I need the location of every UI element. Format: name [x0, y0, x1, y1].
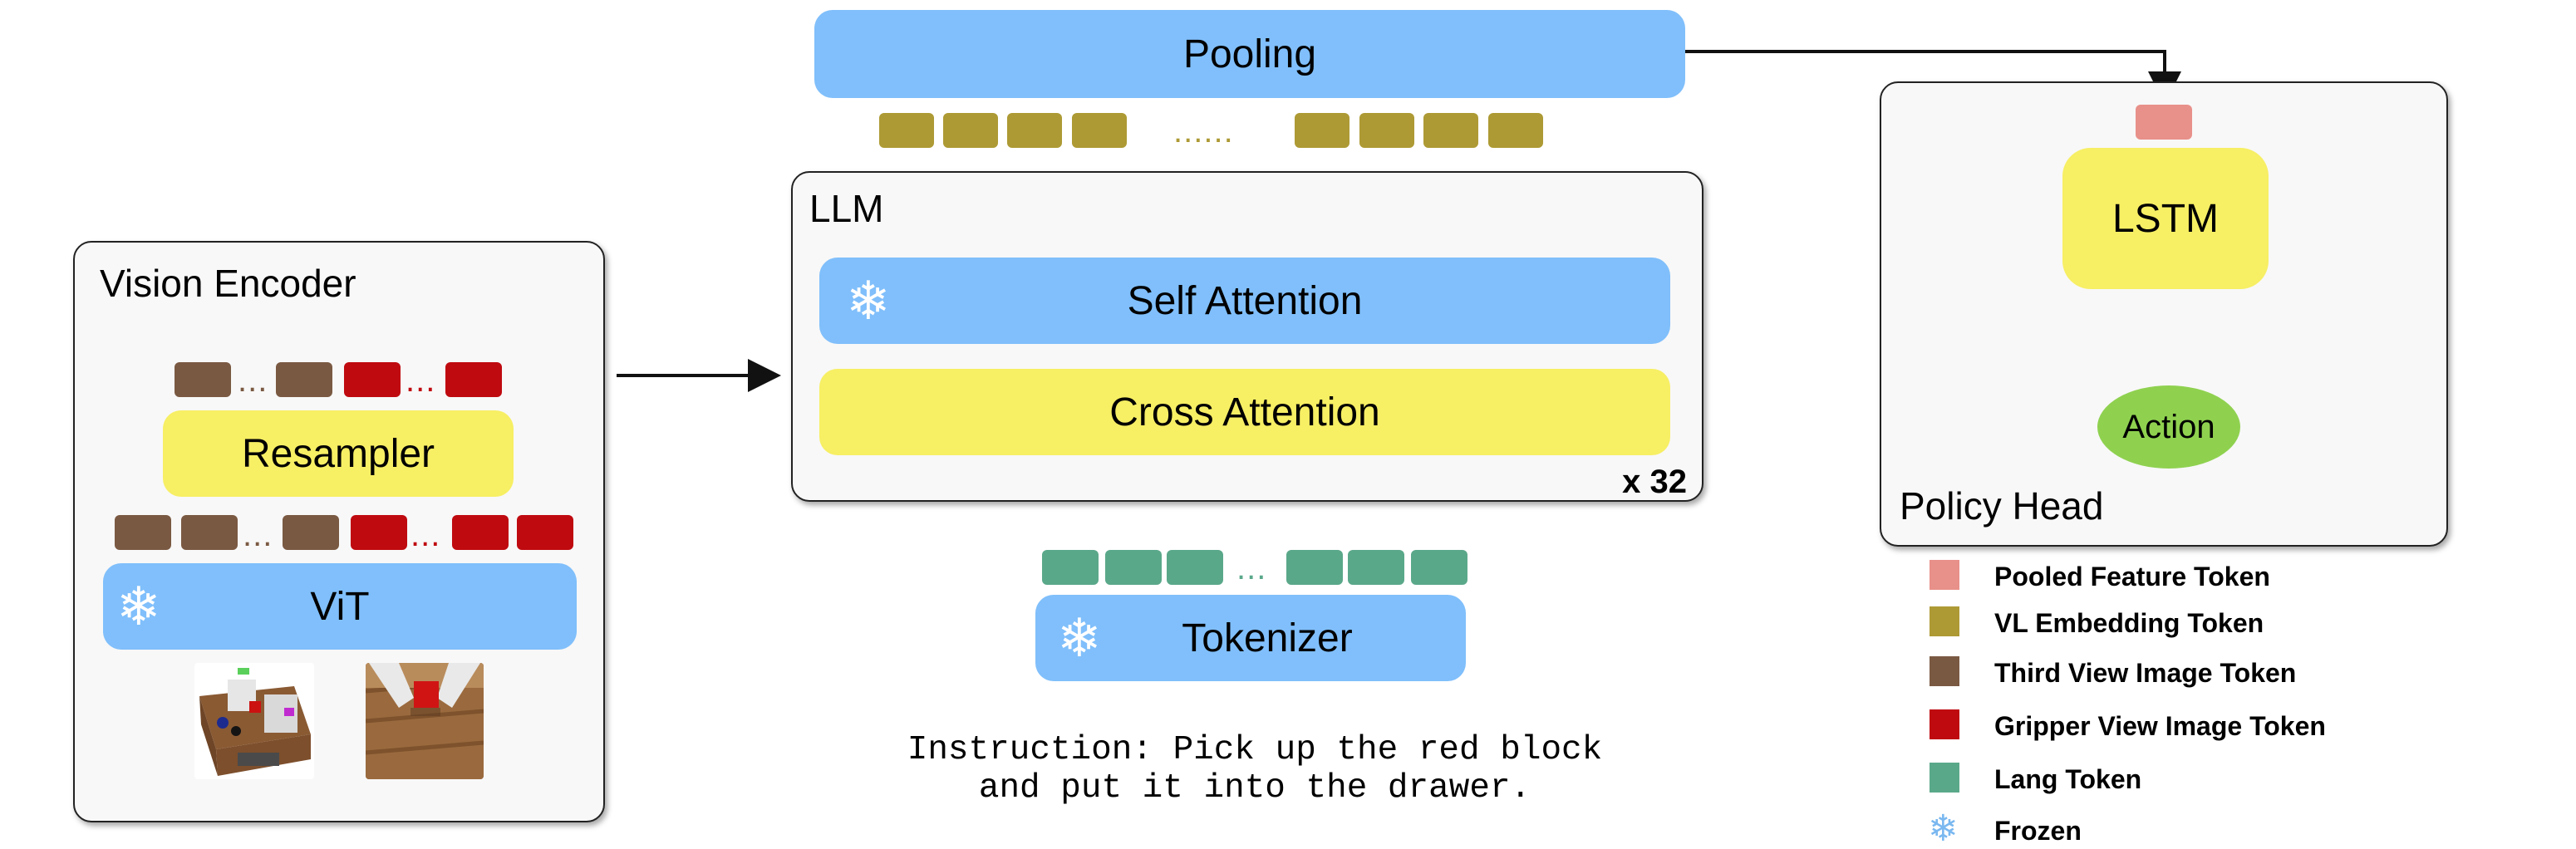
resampler-label: Resampler	[241, 431, 435, 476]
legend-label-gripper-view: Gripper View Image Token	[1994, 711, 2326, 741]
third-view-token-ellipsis: ...	[243, 517, 273, 553]
tokenizer-label: Tokenizer	[1182, 616, 1353, 660]
gripper-view-token	[452, 515, 509, 550]
lang-token	[1348, 550, 1404, 585]
third-view-token-ellipsis: ...	[238, 362, 268, 399]
lang-token	[1411, 550, 1467, 585]
resampler-block: Resampler	[163, 410, 514, 497]
snowflake-icon: ❄	[1928, 808, 1959, 849]
legend-label-pooled: Pooled Feature Token	[1994, 562, 2270, 591]
lang-token-ellipsis: ...	[1236, 550, 1267, 586]
cross-attention-label: Cross Attention	[1109, 390, 1380, 434]
instruction-line-1: Instruction: Pick up the red block	[907, 731, 1603, 769]
third-view-token	[181, 515, 238, 550]
vision-encoder-title: Vision Encoder	[100, 262, 356, 305]
vl-token	[879, 113, 934, 148]
vl-token	[1359, 113, 1414, 148]
legend-label-third-view: Third View Image Token	[1994, 658, 2297, 688]
action-label: Action	[2122, 408, 2215, 445]
legend-label-lang: Lang Token	[1994, 764, 2142, 794]
gripper-view-image	[366, 663, 484, 779]
third-view-token	[175, 362, 231, 397]
gripper-view-token-ellipsis: ...	[406, 362, 436, 399]
vl-token	[1072, 113, 1127, 148]
vl-token	[1007, 113, 1062, 148]
action-oval: Action	[2097, 385, 2240, 469]
gripper-view-token-ellipsis: ...	[410, 517, 441, 553]
instruction-line-2: and put it into the drawer.	[978, 769, 1531, 807]
vl-token-ellipsis: ......	[1173, 113, 1234, 150]
pooled-feature-token	[2136, 105, 2192, 140]
lang-token	[1286, 550, 1343, 585]
third-view-token	[283, 515, 339, 550]
vit-block: ViT	[103, 563, 577, 650]
snowflake-icon: ❄	[116, 577, 161, 636]
self-attention-label: Self Attention	[1127, 278, 1363, 323]
legend-swatch-third-view	[1930, 656, 1959, 686]
instruction-text: Instruction: Pick up the red block and p…	[873, 731, 1637, 807]
third-view-image	[194, 663, 314, 779]
vit-label: ViT	[310, 584, 370, 629]
self-attention-block: Self Attention	[819, 258, 1670, 344]
gripper-view-token	[351, 515, 407, 550]
layer-repeat-label: x 32	[1622, 464, 1687, 500]
gripper-view-token	[517, 515, 573, 550]
gripper-view-token	[445, 362, 502, 397]
legend-swatch-pooled	[1930, 560, 1959, 590]
llm-title: LLM	[809, 187, 884, 230]
pooling-label: Pooling	[1182, 32, 1317, 76]
lang-token	[1105, 550, 1162, 585]
pooling-block: Pooling	[814, 10, 1685, 98]
lstm-block: LSTM	[2062, 148, 2269, 289]
lstm-label: LSTM	[2111, 196, 2219, 241]
legend-swatch-gripper-view	[1930, 709, 1959, 739]
legend-label-vl: VL Embedding Token	[1994, 608, 2264, 638]
lang-token	[1167, 550, 1223, 585]
lang-token	[1042, 550, 1099, 585]
cross-attention-block: Cross Attention	[819, 369, 1670, 455]
third-view-token	[115, 515, 171, 550]
legend-swatch-vl	[1930, 606, 1959, 636]
legend-label-frozen: Frozen	[1994, 816, 2082, 846]
gripper-view-token	[344, 362, 401, 397]
vl-token	[1488, 113, 1543, 148]
policy-head-title: Policy Head	[1900, 484, 2104, 528]
snowflake-icon: ❄	[1057, 608, 1102, 668]
legend-swatch-lang	[1930, 763, 1959, 793]
third-view-token	[276, 362, 332, 397]
vl-token	[1423, 113, 1478, 148]
llm-panel: LLM Self Attention ❄ Cross Attention x 3…	[791, 171, 1703, 502]
tokenizer-block: Tokenizer	[1035, 595, 1466, 681]
vl-token	[1295, 113, 1349, 148]
snowflake-icon: ❄	[846, 271, 891, 331]
vl-token	[943, 113, 998, 148]
